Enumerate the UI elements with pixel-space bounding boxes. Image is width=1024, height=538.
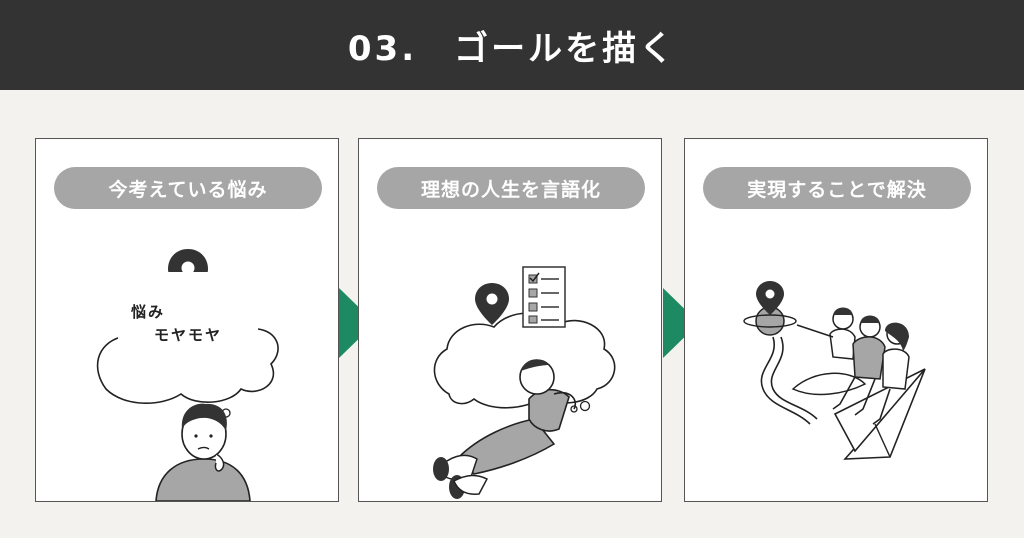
step-panel-3: 実現することで解決 bbox=[684, 138, 988, 502]
page-title: 03. ゴールを描く bbox=[347, 28, 677, 69]
lying-person bbox=[433, 359, 576, 499]
road-line-2 bbox=[770, 336, 818, 420]
person-sitting bbox=[832, 315, 886, 416]
step-label-pill-1: 今考えている悩み bbox=[54, 167, 322, 209]
step-label-pill-3: 実現することで解決 bbox=[703, 167, 971, 209]
worry-label-box bbox=[118, 272, 258, 352]
map-pin-icon bbox=[475, 283, 509, 325]
arrow-right-icon-1 bbox=[339, 288, 375, 358]
globe-pin-icon bbox=[743, 281, 797, 336]
thought-cloud bbox=[433, 312, 616, 409]
worry-text-2: モヤモヤ bbox=[154, 326, 223, 344]
step-label-1: 今考えている悩み bbox=[108, 178, 268, 201]
step-label-2: 理想の人生を言語化 bbox=[420, 178, 601, 201]
step-panel-1: 今考えている悩み 悩み モヤモヤ bbox=[35, 138, 339, 502]
leaf-shape bbox=[791, 372, 867, 396]
arrow-right-icon-2 bbox=[663, 288, 699, 358]
thought-dot-large bbox=[579, 400, 591, 412]
person-pointing bbox=[796, 307, 856, 360]
header-bar: 03. ゴールを描く bbox=[0, 0, 1024, 90]
achieving-goal-illustration bbox=[743, 281, 926, 460]
step-label-3: 実現することで解決 bbox=[747, 178, 927, 201]
checklist-icon bbox=[522, 266, 566, 328]
road-line-1 bbox=[760, 336, 811, 425]
worried-person bbox=[155, 403, 251, 501]
step-panel-2: 理想の人生を言語化 bbox=[358, 138, 662, 502]
dreaming-person-illustration bbox=[433, 266, 616, 499]
thought-dot-small bbox=[570, 405, 578, 413]
worry-text-1: 悩み bbox=[131, 303, 166, 321]
worried-person-illustration bbox=[96, 249, 279, 501]
person-woman bbox=[872, 322, 910, 425]
step-label-pill-2: 理想の人生を言語化 bbox=[377, 167, 645, 209]
